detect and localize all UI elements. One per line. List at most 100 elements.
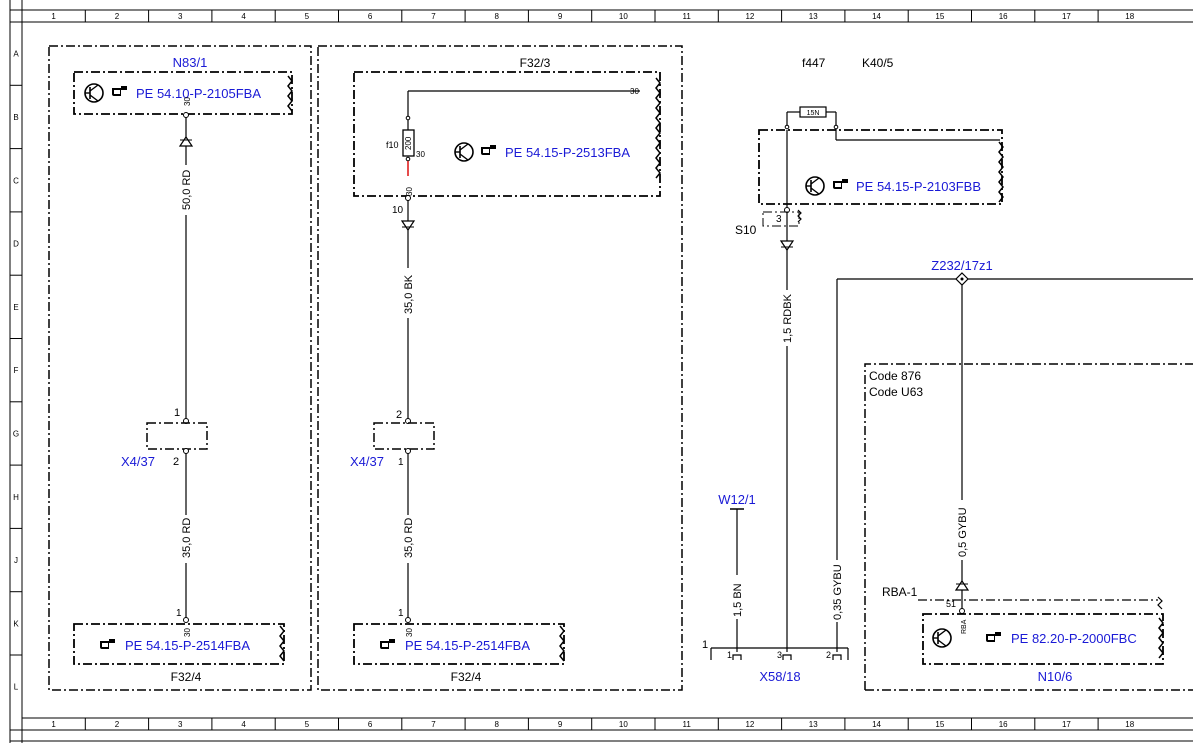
left-block: N83/1 PE 54.10-P-2105FBA 30 50,0 RD 1 2 … bbox=[48, 45, 312, 691]
middle-ref[interactable]: PE 54.15-P-2513FBA bbox=[505, 145, 630, 160]
left-wire-lower: 35,0 RD bbox=[181, 518, 193, 558]
grid-column-label: 18 bbox=[1125, 720, 1134, 729]
code-876: Code 876 bbox=[869, 369, 921, 383]
left-bottom-ref[interactable]: PE 54.15-P-2514FBA bbox=[125, 638, 250, 653]
middle-connector[interactable]: X4/37 bbox=[350, 454, 384, 469]
grid-row-label: D bbox=[13, 240, 19, 249]
grid-column-label: 15 bbox=[935, 720, 944, 729]
wire-gybu-05: 0,5 GYBU bbox=[957, 507, 969, 557]
grid-column-label: 3 bbox=[178, 720, 183, 729]
grid-column-label: 18 bbox=[1125, 12, 1134, 21]
left-wire-upper: 50,0 RD bbox=[181, 170, 193, 210]
grid-column-label: 1 bbox=[51, 720, 56, 729]
grid-column-label: 12 bbox=[745, 720, 754, 729]
pin-label: 30 bbox=[183, 97, 192, 106]
pin-label: 30 bbox=[405, 628, 414, 637]
grid-column-label: 17 bbox=[1062, 720, 1071, 729]
grid-column-label: 6 bbox=[368, 12, 373, 21]
grid-column-label: 14 bbox=[872, 720, 881, 729]
middle-top-label: F32/3 bbox=[520, 56, 551, 70]
grid-column-label: 14 bbox=[872, 12, 881, 21]
left-bottom-label: F32/4 bbox=[171, 670, 202, 684]
pin-label: 30 bbox=[416, 150, 425, 159]
k40-label: K40/5 bbox=[862, 56, 894, 70]
grid-column-label: 3 bbox=[178, 12, 183, 21]
fuse-value: 200 bbox=[404, 136, 413, 150]
grid-column-label: 15 bbox=[935, 12, 944, 21]
pin-label: 30 bbox=[630, 87, 639, 96]
grid-row-label: K bbox=[13, 619, 19, 628]
transistor-icon bbox=[932, 628, 952, 648]
grid-column-label: 4 bbox=[241, 720, 246, 729]
middle-bottom-ref[interactable]: PE 54.15-P-2514FBA bbox=[405, 638, 530, 653]
grid-row-label: E bbox=[13, 303, 18, 312]
pin-label: 1 bbox=[398, 608, 404, 619]
grid-column-label: 7 bbox=[431, 720, 436, 729]
middle-bottom-label: F32/4 bbox=[451, 670, 482, 684]
pin-label: 2 bbox=[173, 456, 179, 468]
pin-label: RBA bbox=[961, 619, 968, 634]
f447-label: f447 bbox=[802, 56, 826, 70]
grid-row-label: A bbox=[13, 50, 19, 59]
z232-label[interactable]: Z232/17z1 bbox=[931, 258, 992, 273]
hand-pointer-icon bbox=[380, 639, 395, 649]
s10-label: S10 bbox=[735, 223, 757, 237]
grid-column-label: 12 bbox=[745, 12, 754, 21]
pin-label: 3 bbox=[776, 214, 782, 225]
pin-label: 2 bbox=[826, 650, 831, 660]
w12-label[interactable]: W12/1 bbox=[718, 492, 756, 507]
pin-label: 10 bbox=[392, 205, 404, 216]
grid-row-label: L bbox=[14, 683, 19, 692]
n10-ref[interactable]: PE 82.20-P-2000FBC bbox=[1011, 631, 1137, 646]
grid-column-label: 1 bbox=[51, 12, 56, 21]
n10-label[interactable]: N10/6 bbox=[1038, 669, 1073, 684]
right-area: f447 K40/5 15N PE 54.15-P-2103FBB 3 S10 … bbox=[702, 56, 1193, 691]
code-u63: Code U63 bbox=[869, 385, 923, 399]
grid-row-label: G bbox=[13, 429, 19, 438]
grid-column-label: 2 bbox=[115, 12, 120, 21]
grid-column-label: 5 bbox=[305, 720, 310, 729]
left-connector[interactable]: X4/37 bbox=[121, 454, 155, 469]
wire-gybu-035: 0,35 GYBU bbox=[832, 564, 844, 620]
grid-column-label: 4 bbox=[241, 12, 246, 21]
grid-row-label: F bbox=[14, 366, 19, 375]
left-top-ref[interactable]: PE 54.10-P-2105FBA bbox=[136, 86, 261, 101]
grid-column-label: 16 bbox=[999, 720, 1008, 729]
pin-label: 3 bbox=[777, 650, 782, 660]
pin-label: 30 bbox=[183, 628, 192, 637]
grid-column-label: 8 bbox=[495, 720, 500, 729]
grid-column-label: 16 bbox=[999, 12, 1008, 21]
hand-pointer-icon bbox=[481, 145, 496, 155]
grid-column-label: 6 bbox=[368, 720, 373, 729]
grid-column-label: 13 bbox=[809, 720, 818, 729]
hand-pointer-icon bbox=[833, 179, 848, 189]
grid-row-label: C bbox=[13, 176, 19, 185]
pin-label: 1 bbox=[727, 650, 732, 660]
middle-wire-upper: 35,0 BK bbox=[403, 274, 415, 314]
x58-label[interactable]: X58/18 bbox=[759, 669, 800, 684]
pin-label: 51 bbox=[946, 599, 956, 609]
grid-column-label: 8 bbox=[495, 12, 500, 21]
fuse-name: f10 bbox=[386, 140, 399, 150]
grid-column-label: 7 bbox=[431, 12, 436, 21]
grid-column-label: 9 bbox=[558, 12, 563, 21]
grid-column-label: 11 bbox=[682, 12, 691, 21]
transistor-icon bbox=[454, 142, 474, 162]
middle-block: F32/3 30 200 f10 30 PE 54.15-P-2513FBA 3… bbox=[317, 45, 683, 691]
grid-column-label: 13 bbox=[809, 12, 818, 21]
hand-pointer-icon bbox=[100, 639, 115, 649]
transistor-icon bbox=[805, 176, 825, 196]
grid-column-label: 10 bbox=[619, 720, 628, 729]
grid-column-label: 11 bbox=[682, 720, 691, 729]
pin-label: 1 bbox=[176, 608, 182, 619]
middle-wire-lower: 35,0 RD bbox=[403, 518, 415, 558]
relay-ref[interactable]: PE 54.15-P-2103FBB bbox=[856, 179, 981, 194]
grid-row-label: J bbox=[14, 556, 18, 565]
hand-pointer-icon bbox=[986, 632, 1001, 642]
pin-label: 1 bbox=[174, 407, 180, 419]
pin-label: 30 bbox=[405, 187, 414, 196]
grid-column-label: 2 bbox=[115, 720, 120, 729]
pin-label: 2 bbox=[396, 409, 402, 421]
wire-rdbk: 1,5 RDBK bbox=[782, 293, 794, 343]
